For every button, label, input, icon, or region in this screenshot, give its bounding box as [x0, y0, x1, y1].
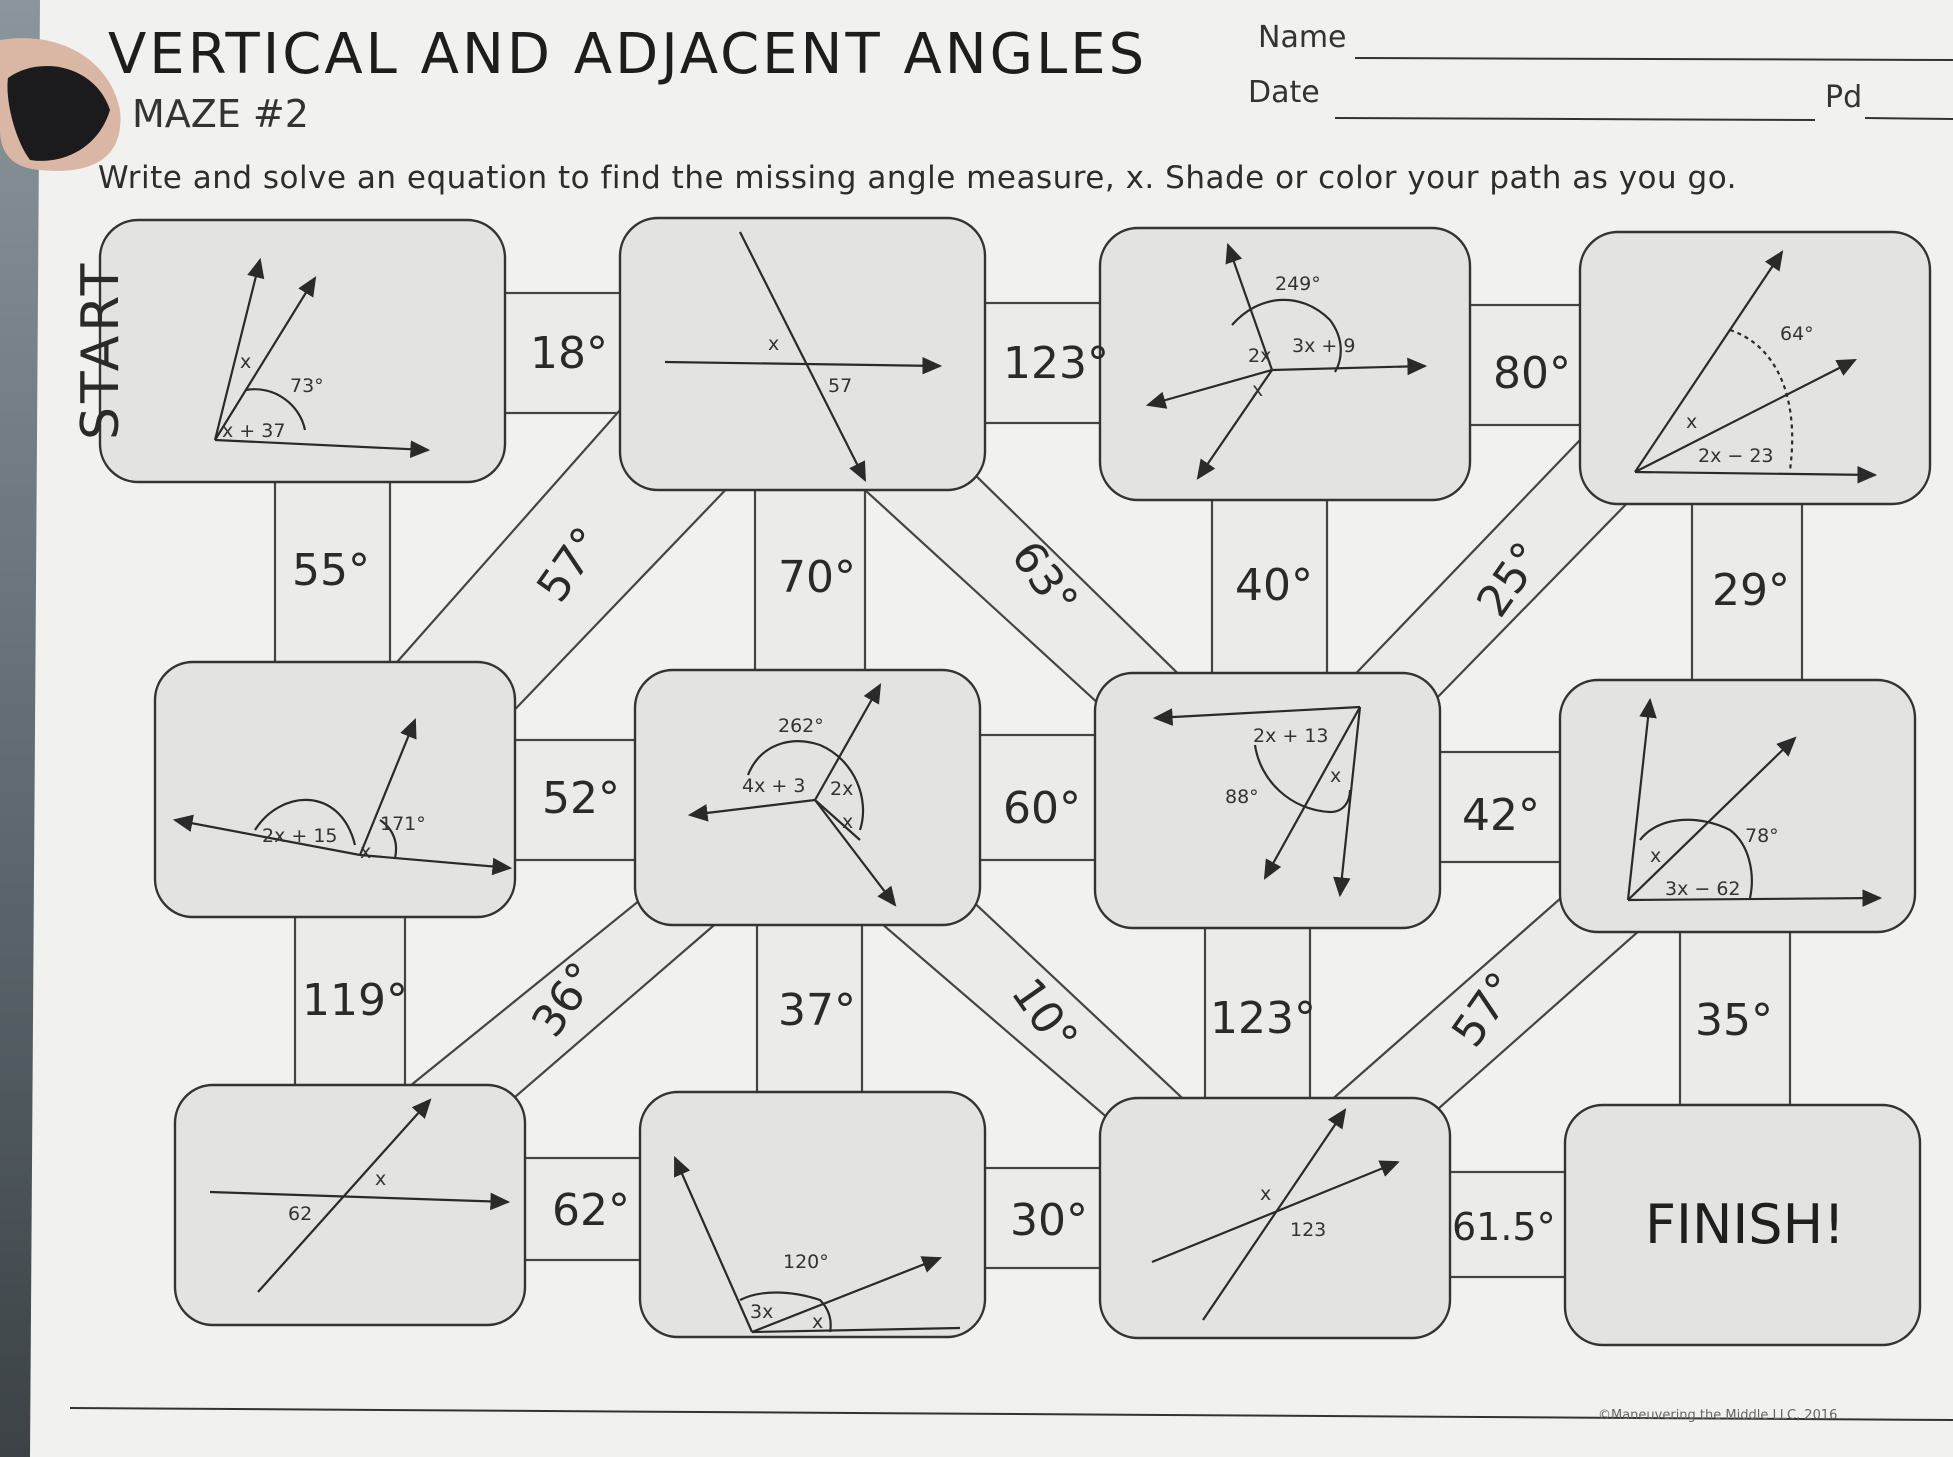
label-r2-v4: 29° — [1712, 565, 1790, 616]
date-label: Date — [1248, 75, 1320, 110]
figure-2-1 — [172, 717, 513, 876]
fig14-b: x — [1686, 411, 1697, 433]
label-r1-h2: 123° — [1003, 338, 1109, 389]
fig11-c: x + 37 — [222, 420, 285, 442]
figure-1-2 — [664, 231, 943, 482]
fig14-a: 64° — [1780, 323, 1814, 345]
label-r3-h3: 42° — [1462, 790, 1540, 841]
fig13-b: 2x — [1248, 345, 1271, 367]
fig32-c: x — [812, 1311, 823, 1333]
label-r1-h3: 80° — [1493, 348, 1571, 399]
figure-2-4 — [1626, 697, 1883, 907]
label-r5-h3: 61.5° — [1452, 1205, 1556, 1249]
worksheet-title: VERTICAL AND ADJACENT ANGLES — [108, 22, 1148, 87]
fig22-b: 4x + 3 — [742, 775, 805, 797]
fig32-b: 3x — [750, 1301, 773, 1323]
label-r2-v2: 70° — [778, 552, 856, 603]
fig14-c: 2x − 23 — [1698, 445, 1774, 467]
figure-2-3 — [1152, 705, 1362, 898]
label-r2-v3: 40° — [1235, 560, 1313, 611]
maze-boxes — [98, 216, 1932, 1347]
instructions: Write and solve an equation to find the … — [98, 160, 1737, 196]
label-r1-h1: 18° — [530, 328, 608, 379]
fig22-d: x — [842, 811, 853, 833]
fig22-a: 262° — [778, 715, 824, 737]
fig24-a: 78° — [1745, 825, 1779, 847]
fig21-b: 171° — [380, 813, 426, 835]
label-r4-v4: 35° — [1695, 995, 1773, 1046]
figure-2-2 — [687, 683, 897, 907]
label-r3-h2: 60° — [1003, 783, 1081, 834]
fig11-b: 73° — [290, 375, 324, 397]
start-label: START — [71, 260, 131, 440]
fig24-c: 3x − 62 — [1665, 878, 1741, 900]
label-r2-v1: 55° — [292, 545, 370, 596]
fingernail — [7, 66, 110, 161]
fig13-c: 3x + 9 — [1292, 335, 1355, 357]
label-r4-v2: 37° — [778, 985, 856, 1036]
fig33-b: 123 — [1290, 1219, 1326, 1241]
figure-1-3 — [1145, 242, 1428, 480]
figure-3-1 — [209, 1098, 511, 1293]
fig21-c: x — [360, 841, 371, 863]
fig32-a: 120° — [783, 1251, 829, 1273]
label-r5-h1: 62° — [552, 1185, 630, 1236]
period-label: Pd — [1825, 80, 1863, 115]
figure-1-1 — [213, 257, 431, 458]
fig31-b: 62 — [288, 1203, 312, 1225]
fig23-a: 2x + 13 — [1253, 725, 1329, 747]
figure-3-3 — [1151, 1108, 1401, 1321]
worksheet-subtitle: MAZE #2 — [132, 92, 309, 136]
finish-label: FINISH! — [1645, 1193, 1845, 1256]
fig22-c: 2x — [830, 778, 853, 800]
corridors — [273, 291, 1804, 1279]
fig21-a: 2x + 15 — [262, 825, 338, 847]
fig12-b: 57 — [828, 375, 852, 397]
figure-labels: x 73° x + 37 x 57 249° 2x 3x + 9 x 64° x… — [222, 273, 1814, 1333]
copyright: ©Maneuvering the Middle LLC, 2016 — [1598, 1408, 1838, 1423]
fig24-b: x — [1650, 845, 1661, 867]
label-r4-v1: 119° — [302, 975, 408, 1026]
figure-1-4 — [1634, 250, 1878, 484]
fig13-a: 249° — [1275, 273, 1321, 295]
label-r4-v3: 123° — [1210, 993, 1316, 1044]
label-r5-h2: 30° — [1010, 1195, 1088, 1246]
fig11-a: x — [240, 351, 251, 373]
name-label: Name — [1258, 20, 1347, 55]
fig13-d: x — [1252, 379, 1263, 401]
fig12-a: x — [768, 333, 779, 355]
fig23-c: x — [1330, 765, 1341, 787]
figure-3-2 — [673, 1155, 961, 1334]
fig23-b: 88° — [1225, 786, 1259, 808]
fig31-a: x — [375, 1168, 386, 1190]
fig33-a: x — [1260, 1183, 1271, 1205]
label-r3-h1: 52° — [542, 773, 620, 824]
header-lines — [69, 57, 1953, 1421]
